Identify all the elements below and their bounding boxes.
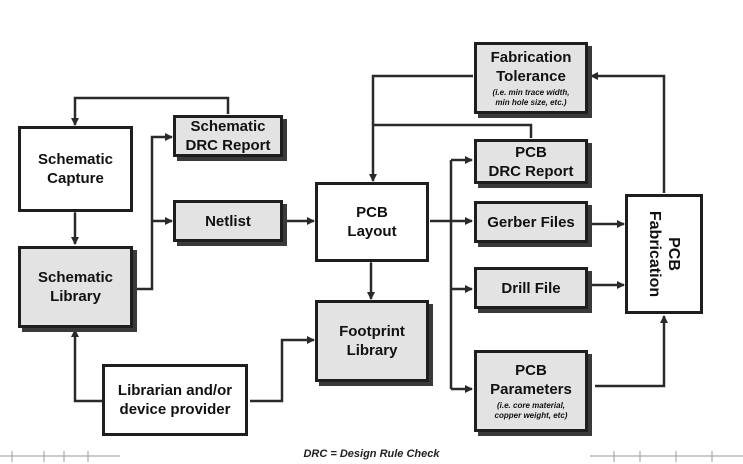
drill-file-label: Drill File — [501, 279, 561, 297]
fabrication-tolerance-label: Fabrication Tolerance — [490, 49, 572, 85]
schematic-library-label: Schematic Library — [37, 269, 114, 305]
pcb-parameters-note: (i.e. core material, copper weight, etc) — [494, 401, 568, 420]
netlist-node: Netlist — [173, 200, 283, 242]
schematic-capture-node: Schematic Capture — [18, 126, 133, 212]
fabrication-tolerance-note: (i.e. min trace width, min hole size, et… — [492, 88, 570, 107]
schematic-drc-report-label: Schematic DRC Report — [185, 118, 271, 154]
pcb-parameters-label: PCB Parameters — [490, 362, 572, 398]
netlist-label: Netlist — [205, 212, 251, 230]
pcb-layout-label: PCB Layout — [347, 204, 397, 240]
pcb-drc-report-node: PCB DRC Report — [474, 139, 588, 184]
fabrication-tolerance-node: Fabrication Tolerance (i.e. min trace wi… — [474, 42, 588, 114]
schematic-library-node: Schematic Library — [18, 246, 133, 328]
pcb-drc-report-label: PCB DRC Report — [488, 143, 574, 180]
pcb-fabrication-label: PCB Fabrication — [646, 210, 683, 298]
gerber-files-label: Gerber Files — [487, 213, 575, 231]
librarian-label: Librarian and/or device provider — [117, 382, 233, 418]
pcb-fabrication-node: PCB Fabrication — [625, 194, 703, 314]
footprint-library-node: Footprint Library — [315, 300, 429, 382]
librarian-node: Librarian and/or device provider — [102, 364, 248, 436]
schematic-capture-label: Schematic Capture — [37, 151, 114, 187]
drill-file-node: Drill File — [474, 267, 588, 309]
footer-note: DRC = Design Rule Check — [303, 448, 440, 460]
schematic-drc-report-node: Schematic DRC Report — [173, 115, 283, 157]
gerber-files-node: Gerber Files — [474, 201, 588, 243]
footprint-library-label: Footprint Library — [339, 323, 405, 359]
pcb-layout-node: PCB Layout — [315, 182, 429, 262]
pcb-parameters-node: PCB Parameters (i.e. core material, copp… — [474, 350, 588, 432]
